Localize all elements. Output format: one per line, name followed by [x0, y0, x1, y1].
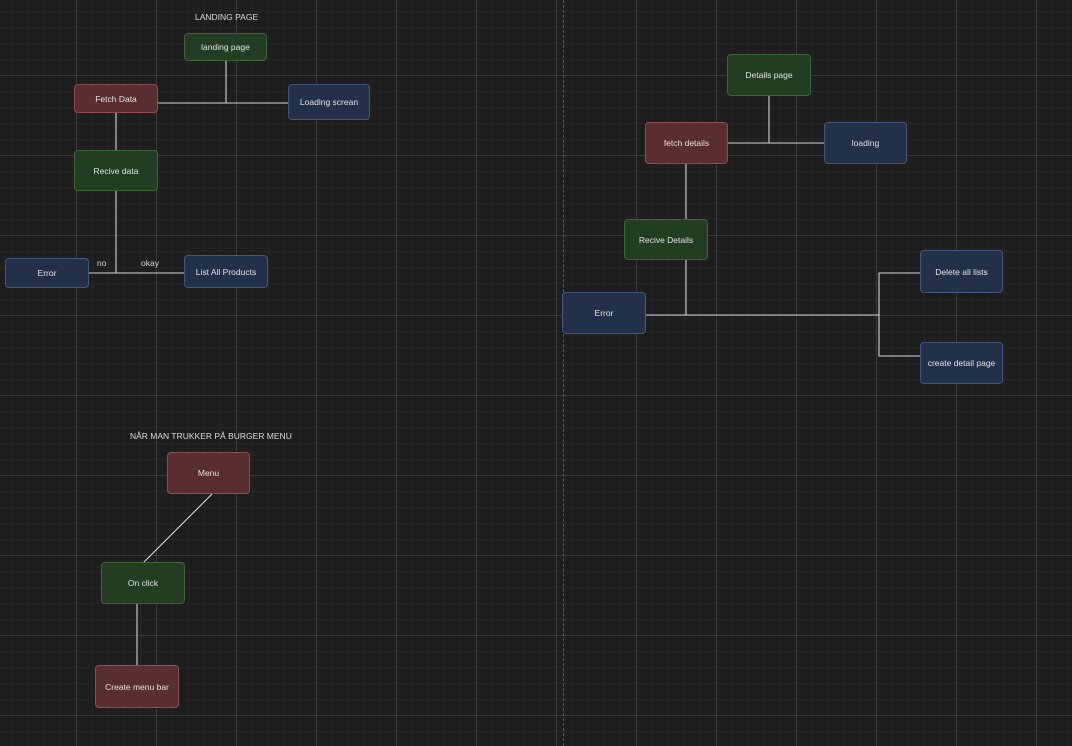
node-list-all-products[interactable]: List All Products: [184, 255, 268, 288]
node-recive-details[interactable]: Recive Details: [624, 219, 708, 260]
section-divider: [563, 0, 564, 746]
connector-split-to-delete: [878, 272, 920, 315]
connector-menu-to-onclick: [142, 493, 213, 564]
section-title-burger: NÅR MAN TRUKKER PÅ BURGER MENU: [130, 431, 292, 441]
node-fetch-data[interactable]: Fetch Data: [74, 84, 158, 113]
connector-landing-to-fetch: [158, 61, 227, 104]
node-create-menu-bar[interactable]: Create menu bar: [95, 665, 179, 708]
node-loading[interactable]: loading: [824, 122, 907, 164]
node-loading-screan[interactable]: Loading screan: [288, 84, 370, 120]
node-fetch-details[interactable]: fetch details: [645, 122, 728, 164]
node-error-right[interactable]: Error: [562, 292, 646, 334]
node-details-page[interactable]: Details page: [727, 54, 811, 96]
edge-label-no: no: [97, 258, 107, 268]
node-delete-all-lists[interactable]: Delete all lists: [920, 250, 1003, 293]
node-recive-data[interactable]: Recive data: [74, 150, 158, 191]
connector-split-to-create: [878, 315, 920, 357]
section-title-landing: LANDING PAGE: [195, 12, 259, 22]
node-create-detail-page[interactable]: create detail page: [920, 342, 1003, 384]
node-error-left[interactable]: Error: [5, 258, 89, 288]
edge-label-okay: okay: [141, 258, 159, 268]
node-on-click[interactable]: On click: [101, 562, 185, 604]
connector-details-to-fetch: [728, 96, 770, 144]
node-menu[interactable]: Menu: [167, 452, 250, 494]
node-landing-page[interactable]: landing page: [184, 33, 267, 61]
